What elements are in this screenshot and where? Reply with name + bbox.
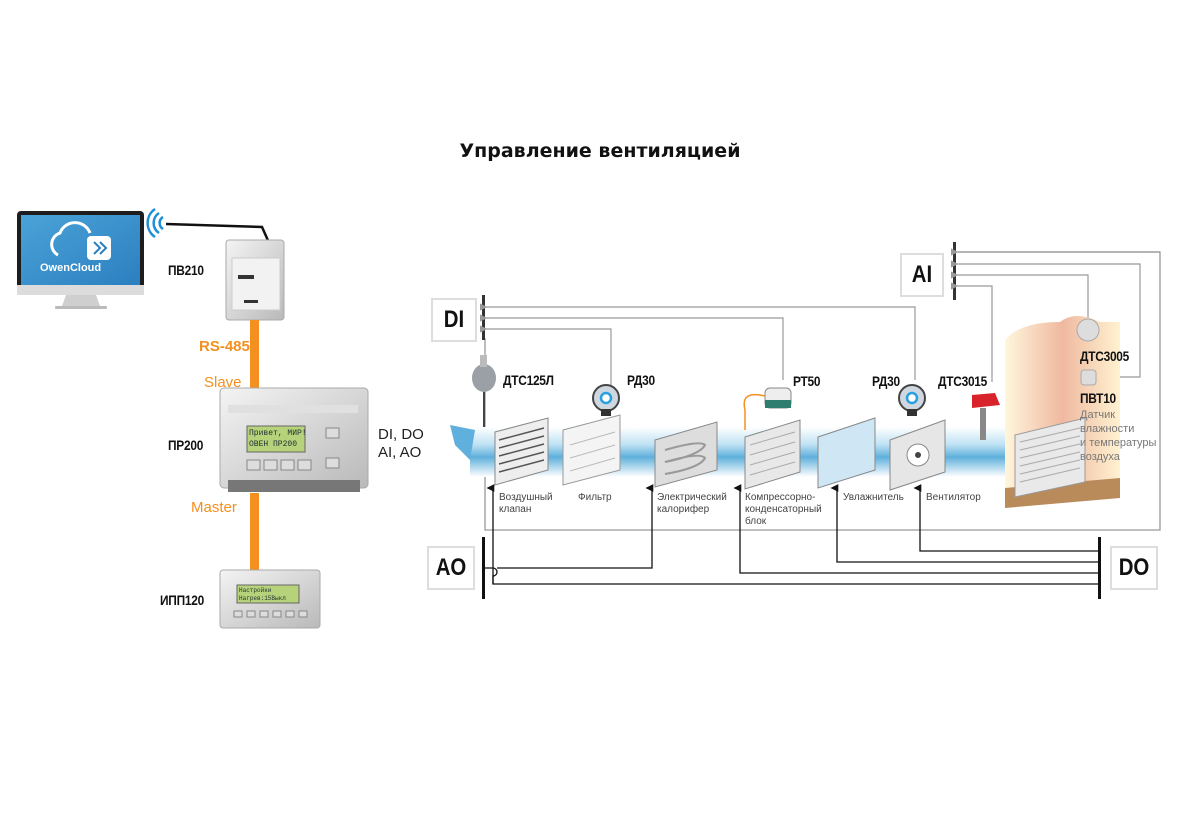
pvt10-description: Датчик влажности и температуры воздуха	[1080, 408, 1156, 464]
sensor-label-dts3005: ДТС3005	[1080, 348, 1130, 364]
antenna-icon	[165, 222, 272, 246]
component-label-air-valve: Воздушный клапан	[499, 492, 553, 516]
air-valve-icon	[494, 417, 549, 486]
controller-device-icon	[219, 387, 369, 492]
component-label-line: Фильтр	[578, 492, 612, 503]
page-title: Управление вентиляцией	[459, 140, 741, 162]
rt50-sensor-icon	[743, 387, 792, 430]
ai-box: AI	[900, 253, 944, 297]
component-label-line: калорифер	[657, 504, 710, 515]
controller-io-line2: AI, AO	[378, 444, 422, 461]
rs485-cable	[250, 320, 259, 395]
filter-icon	[562, 414, 621, 486]
sensor-label-dts3015: ДТС3015	[938, 373, 988, 389]
ao-bus-bar	[482, 537, 485, 599]
pvt10-desc-line: и температуры	[1080, 437, 1157, 449]
dts3015-sensor-icon	[972, 393, 1000, 440]
master-label: Master	[191, 499, 237, 516]
panel-display: Настройки Нагрев:15Выкл	[239, 587, 286, 603]
rd30-sensor-1-icon	[592, 384, 620, 416]
pvt10-desc-line: влажности	[1080, 423, 1135, 435]
dts3005-sensor-icon	[1076, 318, 1100, 342]
do-label: DO	[1118, 554, 1150, 581]
panel-label: ИПП120	[160, 592, 204, 608]
sensor-label-pvt10: ПВТ10	[1080, 390, 1116, 406]
component-label-line: блок	[745, 516, 767, 527]
component-label-line: Электрический	[657, 492, 727, 503]
panel-device-icon	[219, 569, 321, 629]
controller-io-line1: DI, DO	[378, 426, 424, 443]
dts125l-sensor-icon	[472, 355, 496, 427]
wifi-icon	[146, 207, 164, 239]
panel-display-line2: Нагрев:15Выкл	[239, 595, 286, 602]
room-illustration	[1005, 316, 1120, 508]
pvt10-desc-line: воздуха	[1080, 451, 1120, 463]
component-label-line: Вентилятор	[926, 492, 981, 503]
slave-label: Slave	[204, 374, 242, 391]
component-label-line: Увлажнитель	[843, 492, 904, 503]
fan-icon	[889, 419, 946, 491]
component-label-line: конденсаторный	[745, 504, 822, 515]
air-inflow-arrow	[450, 425, 475, 460]
gateway-label: ПВ210	[168, 262, 204, 278]
di-bus-bar	[482, 295, 485, 340]
component-label-line: Компрессорно-	[745, 492, 816, 503]
owencloud-brand: OwenCloud	[40, 262, 102, 274]
electric-heater-icon	[654, 421, 718, 488]
di-box: DI	[431, 298, 477, 342]
ai-bus-bar	[953, 242, 956, 300]
panel-display-line1: Настройки	[239, 587, 272, 594]
component-label-humidifier: Увлажнитель	[843, 492, 904, 504]
ai-label: AI	[911, 261, 933, 288]
controller-display-line1: Привет, МИР!	[249, 429, 307, 438]
humidifier-icon	[817, 417, 876, 489]
sensor-label-rd30-2: РД30	[872, 373, 900, 389]
di-label: DI	[443, 306, 465, 333]
component-label-line: клапан	[499, 504, 532, 515]
sensor-label-dts125l: ДТС125Л	[503, 372, 554, 388]
pvt10-desc-line: Датчик	[1080, 409, 1116, 421]
controller-display: Привет, МИР! ОВЕН ПР200	[249, 428, 307, 450]
ao-label: AO	[435, 554, 467, 581]
ao-box: AO	[427, 546, 475, 590]
compressor-unit-icon	[744, 419, 801, 490]
do-box: DO	[1110, 546, 1158, 590]
component-label-electric-heater: Электрический калорифер	[657, 492, 727, 516]
do-bus-bar	[1098, 537, 1101, 599]
pvt10-sensor-icon	[1080, 369, 1097, 386]
component-label-filter: Фильтр	[578, 492, 612, 504]
sensor-label-rt50: РТ50	[793, 373, 821, 389]
controller-io: DI, DO AI, AO	[378, 426, 424, 462]
gateway-device-icon	[225, 239, 285, 321]
di-wires	[480, 303, 916, 385]
rs485-label: RS-485	[199, 338, 250, 355]
component-label-line: Воздушный	[499, 492, 553, 503]
master-cable	[250, 493, 259, 573]
monitor-icon	[17, 211, 144, 309]
controller-display-line2: ОВЕН ПР200	[249, 440, 298, 449]
component-label-fan: Вентилятор	[926, 492, 981, 504]
control-wires	[485, 484, 1098, 585]
controller-label: ПР200	[168, 437, 204, 453]
rd30-sensor-2-icon	[898, 384, 926, 416]
sensor-label-rd30-1: РД30	[627, 372, 655, 388]
component-label-compressor-unit: Компрессорно- конденсаторный блок	[745, 492, 822, 528]
